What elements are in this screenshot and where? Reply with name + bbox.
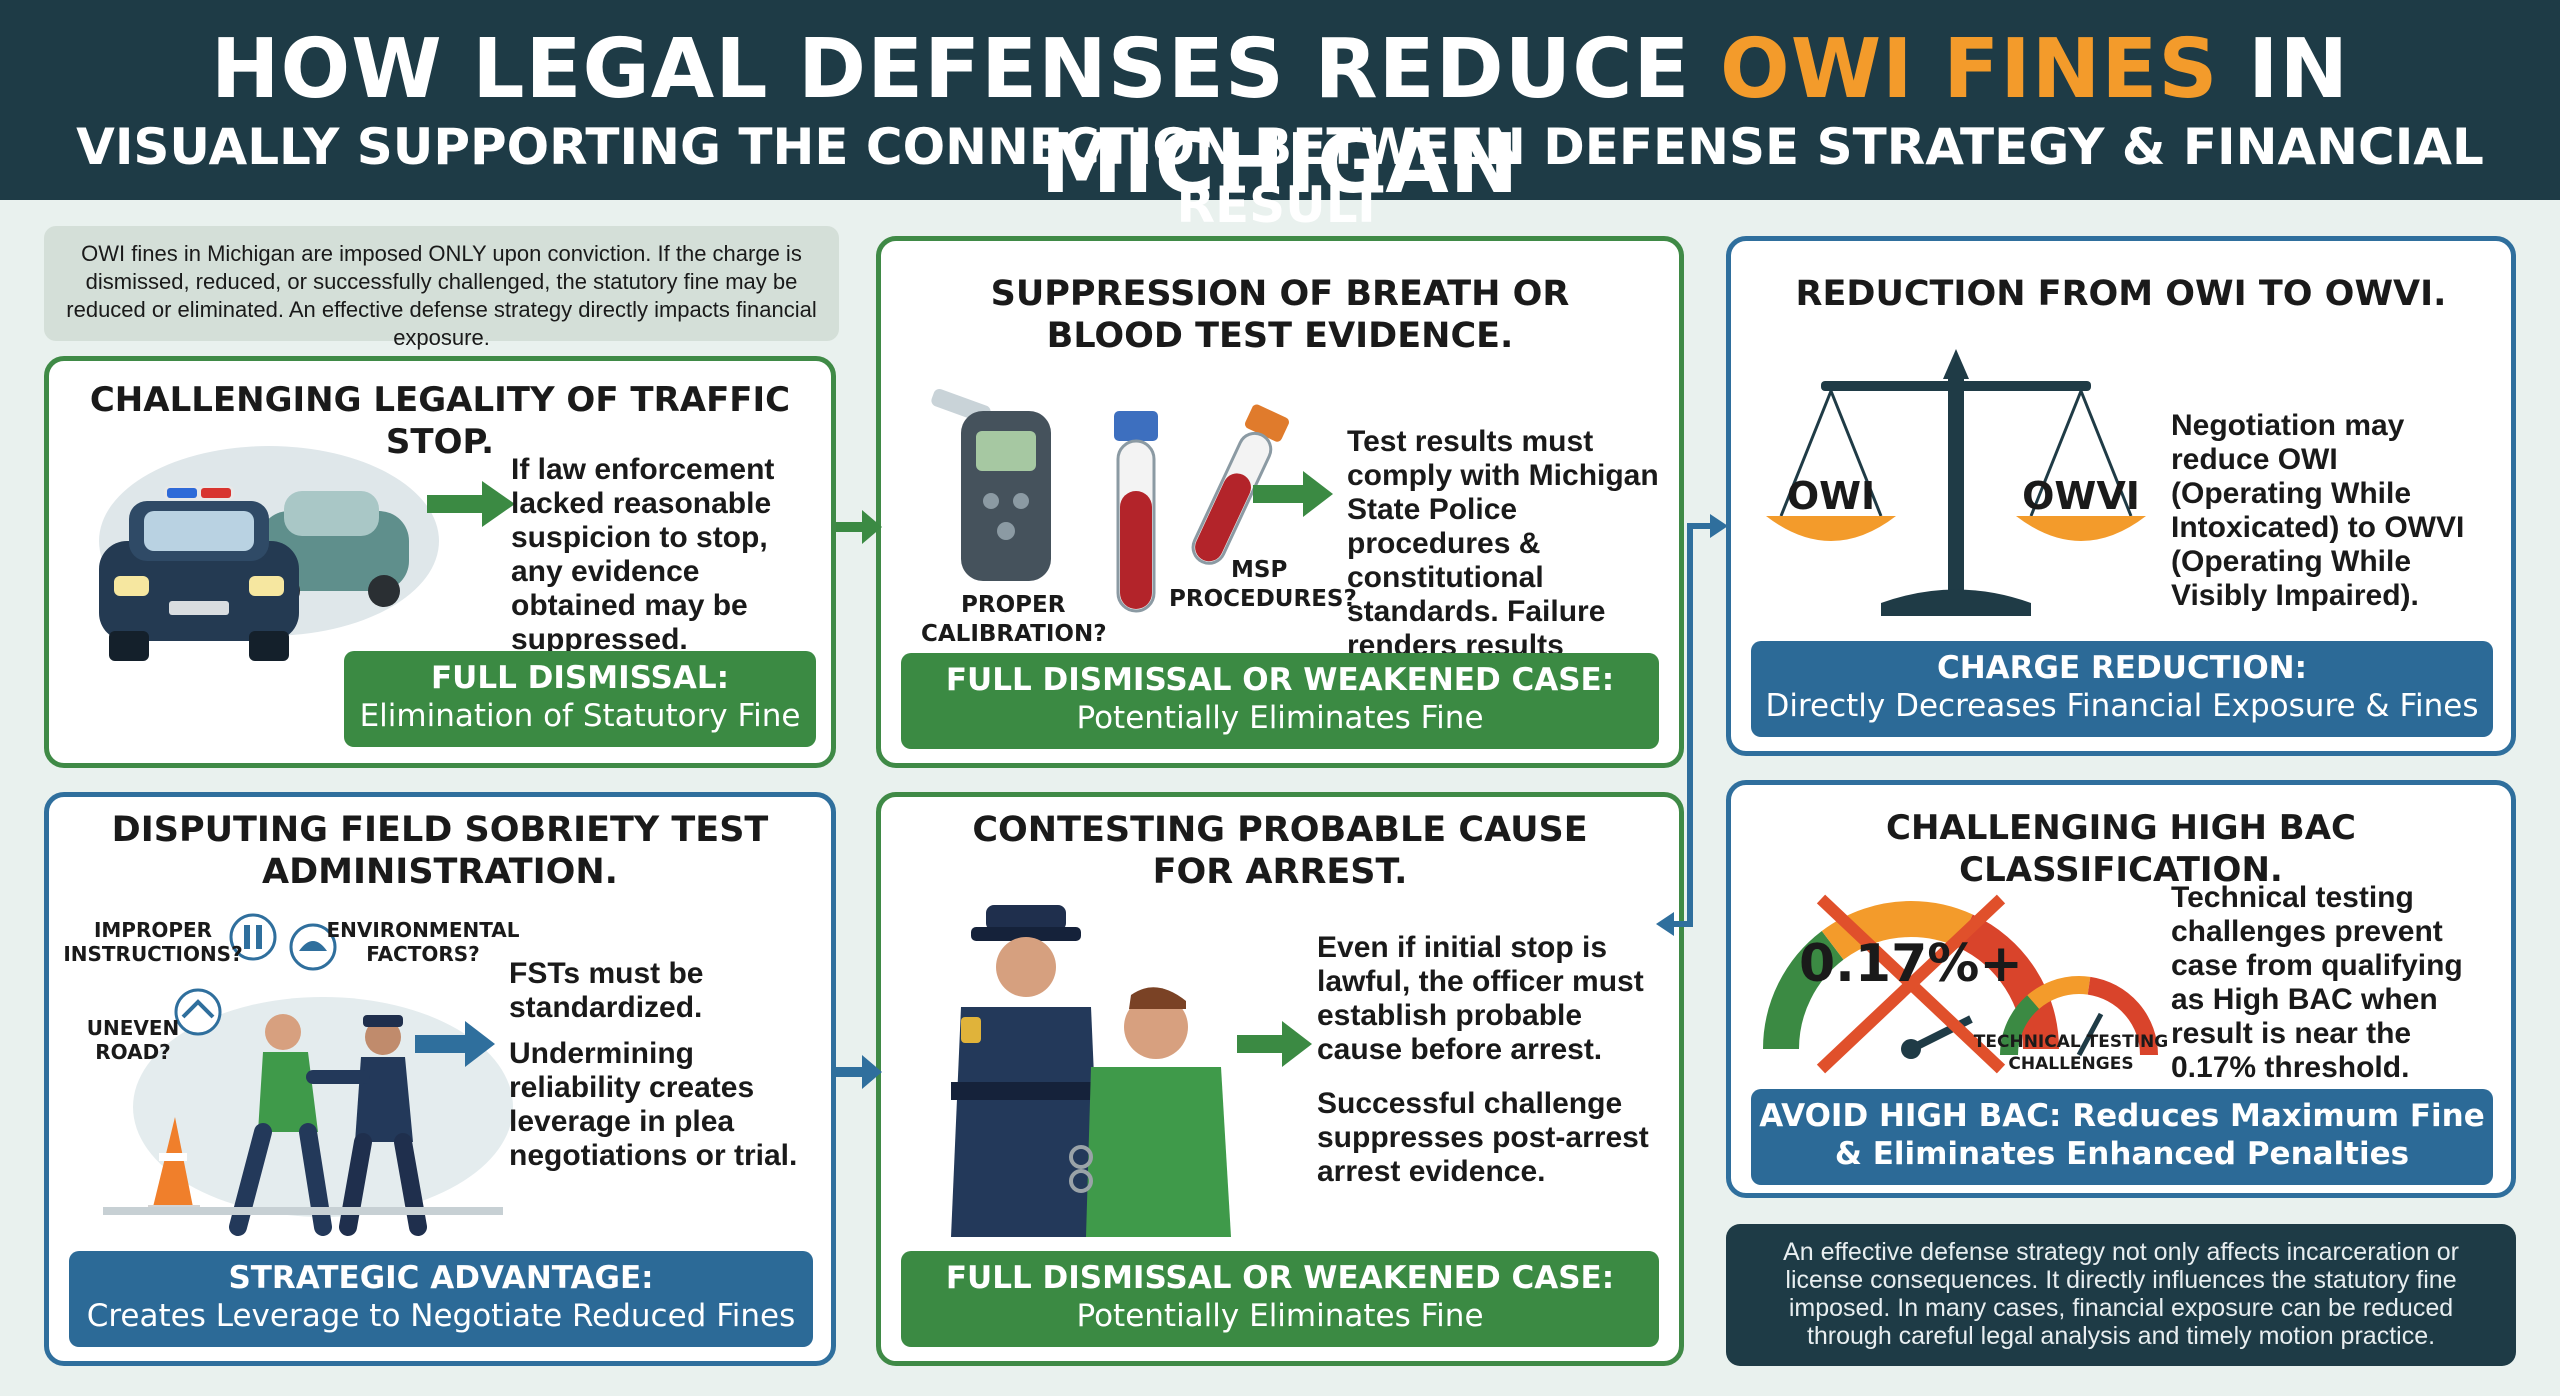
card-owvi: REDUCTION FROM OWI TO OWVI. OWI OWVI Neg… [1726,236,2516,756]
card-text-1: Even if initial stop is lawful, the offi… [1317,931,1644,1066]
card-sobriety: DISPUTING FIELD SOBRIETY TEST ADMINISTRA… [44,792,836,1366]
arrow-icon [1253,471,1333,517]
card-banner: CHARGE REDUCTION: Directly Decreases Fin… [1751,641,2493,737]
connector-arrow-3 [1656,514,1728,936]
intro-note: OWI fines in Michigan are imposed ONLY u… [44,226,839,350]
scale-right-label: OWVI [2022,474,2140,518]
card-title: CONTESTING PROBABLE CAUSE FOR ARREST. [972,810,1588,892]
card-title: CHALLENGING HIGH BAC CLASSIFICATION. [1886,808,2356,890]
card-text-2: Successful challenge suppresses post-arr… [1317,1087,1649,1188]
card-high-bac: CHALLENGING HIGH BAC CLASSIFICATION. 0.1… [1726,780,2516,1198]
scale-left-label: OWI [1787,474,1875,518]
card-title: SUPPRESSION OF BREATH OR BLOOD TEST EVID… [990,274,1570,356]
gauge-labels: TECHNICAL TESTING CHALLENGES [1974,1032,2168,1074]
label-road-2: ROAD? [95,1040,171,1064]
label-road-1: UNEVEN [87,1016,180,1040]
card-text: Negotiation may reduce OWI (Operating Wh… [2171,409,2465,612]
sobriety-labels: IMPROPER INSTRUCTIONS? ENVIRONMENTAL FAC… [63,918,519,1064]
sobriety-scene-icon [103,913,513,1236]
gauge-label-1: TECHNICAL TESTING [1974,1032,2168,1052]
card-traffic-stop: CHALLENGING LEGALITY OF TRAFFIC STOP. If… [44,356,836,768]
blood-vial-icon [1114,404,1289,613]
connector-arrow-2 [836,1055,882,1089]
scale-icon: OWI OWVI [1766,349,2146,616]
title-accent: OWI FINES [1720,22,2219,117]
arrest-scene-icon [951,905,1231,1237]
label-improper-1: IMPROPER [94,918,212,942]
breathalyzer-icon [931,388,1051,581]
card-title: CHALLENGING LEGALITY OF TRAFFIC STOP. [89,380,791,462]
header-banner: HOW LEGAL DEFENSES REDUCE OWI FINES IN M… [0,0,2560,234]
card-banner: STRATEGIC ADVANTAGE: Creates Leverage to… [69,1251,813,1347]
connector-arrow-1 [836,510,882,544]
gauge-icon: 0.17%+ [1763,894,2158,1074]
card-banner: FULL DISMISSAL OR WEAKENED CASE: Potenti… [901,653,1659,749]
card-probable-cause: CONTESTING PROBABLE CAUSE FOR ARREST. Ev… [876,792,1684,1366]
footer-note: An effective defense strategy not only a… [1726,1224,2516,1366]
page-subtitle: VISUALLY SUPPORTING THE CONNECTION BETWE… [76,118,2484,234]
breath-blood-labels: PROPER CALIBRATION? [921,592,1107,647]
card-breath-blood: SUPPRESSION OF BREATH OR BLOOD TEST EVID… [876,236,1684,768]
msp-labels: MSP PROCEDURES? [1169,557,1357,612]
label-env-2: FACTORS? [366,942,480,966]
card-banner: FULL DISMISSAL: Elimination of Statutory… [344,651,816,747]
label-env-1: ENVIRONMENTAL [326,918,519,942]
arrow-icon [1237,1021,1312,1067]
gauge-value: 0.17%+ [1799,934,2023,994]
label-calibration-2: CALIBRATION? [921,621,1107,647]
card-banner: FULL DISMISSAL OR WEAKENED CASE: Potenti… [901,1251,1659,1347]
card-text-1: FSTs must be standardized. [509,957,704,1024]
label-msp-1: MSP [1231,557,1287,583]
card-text: Technical testing challenges prevent cas… [2171,881,2463,1084]
label-calibration-1: PROPER [961,592,1066,618]
label-improper-2: INSTRUCTIONS? [63,942,242,966]
card-text-2: Undermining reliability creates leverage… [509,1037,798,1172]
card-text: If law enforcement lacked reasonable sus… [511,453,775,656]
arrow-icon [415,1021,495,1067]
card-banner: AVOID HIGH BAC: Reduces Maximum Fine & E… [1751,1089,2493,1185]
gauge-label-2: CHALLENGES [2008,1054,2133,1074]
card-title: REDUCTION FROM OWI TO OWVI. [1795,274,2447,314]
label-msp-2: PROCEDURES? [1169,586,1357,612]
page-title: HOW LEGAL DEFENSES REDUCE OWI FINES IN M… [210,22,2350,212]
arrow-icon [427,481,515,527]
police-car-icon [99,446,439,661]
card-title: DISPUTING FIELD SOBRIETY TEST ADMINISTRA… [111,810,769,892]
